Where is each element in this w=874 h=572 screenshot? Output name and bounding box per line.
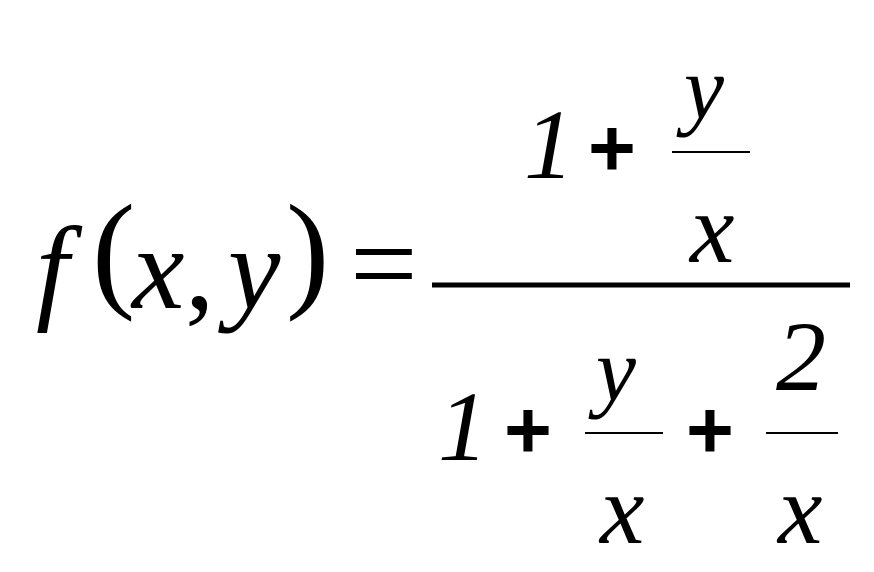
denominator-plus-1: + [504,385,552,476]
denominator-fraction-1-x: x [598,454,644,565]
argument-x: x [130,203,184,334]
denominator-plus-2: + [686,385,734,476]
denominator-fraction-2-x: x [776,454,822,565]
denominator-fraction-1-y: y [588,321,636,420]
numerator-denominator-x: x [688,173,734,284]
numerator-inner-fraction-y: y [676,39,724,138]
numerator-plus: + [588,103,636,194]
open-paren: ( [92,179,135,323]
denominator-fraction-2-two: 2 [776,301,826,412]
argument-y: y [218,203,281,334]
function-name: f [36,203,83,334]
numerator-one: 1 [524,89,574,200]
close-paren: ) [286,179,329,323]
equals-sign: = [350,197,418,330]
argument-comma: , [185,203,215,334]
denominator-one: 1 [438,371,488,482]
